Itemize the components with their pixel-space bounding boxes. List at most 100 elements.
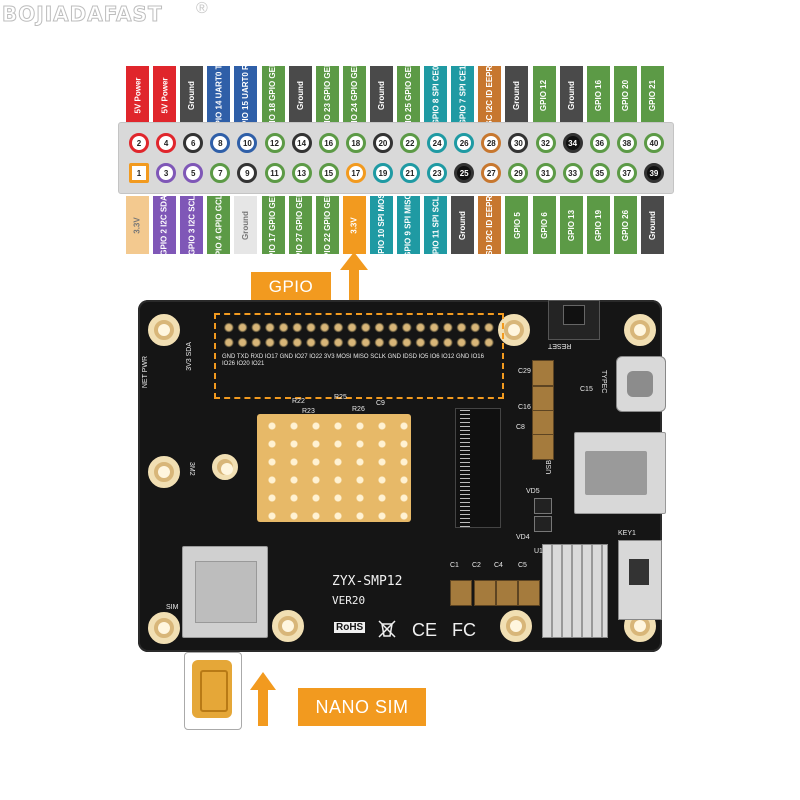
pin-label: Ground xyxy=(505,66,529,124)
pin-label: GPIO 21 xyxy=(640,66,664,124)
pin-label: GPIO 2 I2C SDA xyxy=(153,196,177,254)
pin-label: 5V Power xyxy=(126,66,149,124)
pin-label-text: GPIO 18 GPIO GEN1 xyxy=(268,66,278,124)
typec-label: TYPEC xyxy=(600,370,607,394)
pin-label: GPIO 8 SPI CE0 xyxy=(424,66,448,124)
pin-label: 5V Power xyxy=(153,66,177,124)
pin-number: 10 xyxy=(237,133,258,153)
pin-label: GPIO 19 xyxy=(586,196,610,254)
pin-label-text: GPIO 23 GPIO GEN4 xyxy=(322,66,332,124)
pin-number: 8 xyxy=(210,133,231,153)
pin-label: GPIO 15 UART0 RX xyxy=(234,66,258,124)
pin-label: ID_SC I2C ID EEPROM xyxy=(478,66,502,124)
pin-label-text: 3.3V xyxy=(133,216,142,234)
pin-label-text: ID_SC I2C ID EEPROM xyxy=(485,66,495,124)
ce-mark: CE xyxy=(412,620,438,640)
pin-label: GPIO 14 UART0 TX xyxy=(207,66,231,124)
key1-switch[interactable] xyxy=(618,540,662,620)
heatsink xyxy=(257,414,411,522)
pin-label-text: GPIO 8 SPI CE0 xyxy=(431,66,441,124)
pin-label-text: GPIO 20 xyxy=(620,79,630,111)
pin-number: 19 xyxy=(372,163,393,183)
pin-number: 40 xyxy=(643,133,664,153)
capacitor xyxy=(496,580,518,606)
pin-number: 36 xyxy=(589,133,610,153)
pin-number: 27 xyxy=(481,163,502,183)
pin-label: Ground xyxy=(640,196,664,254)
board-model: ZYX-SMP12 xyxy=(332,574,403,589)
sim-card-slot[interactable] xyxy=(182,546,268,638)
pin-number: 23 xyxy=(427,163,448,183)
pin-number: 17 xyxy=(345,163,366,183)
pin-number: 13 xyxy=(291,163,312,183)
pin-label-text: Ground xyxy=(647,210,657,240)
pin-number: 21 xyxy=(400,163,420,183)
pin-number: 16 xyxy=(318,133,339,153)
capacitor xyxy=(532,410,554,436)
pin-number: 31 xyxy=(535,163,556,183)
pin-label-text: GPIO 25 GPIO GEN6 xyxy=(404,66,414,124)
pin-label: GPIO 17 GPIO GEN0 xyxy=(261,196,285,254)
usb-typec-port[interactable] xyxy=(616,356,666,412)
mounting-hole xyxy=(148,612,180,644)
reset-label: RESET xyxy=(548,342,572,349)
pin-label: GPIO 16 xyxy=(586,66,610,124)
capacitor xyxy=(532,360,554,386)
capacitor xyxy=(532,434,554,460)
rohs-mark: RoHS xyxy=(334,622,366,633)
gpio-header-outline xyxy=(214,313,504,399)
label-c9: C9 xyxy=(376,400,385,407)
pin-label: 3.3V xyxy=(126,196,149,254)
pin-label: Ground xyxy=(234,196,258,254)
pin-number: 18 xyxy=(345,133,366,153)
ribbon-connector xyxy=(542,544,608,638)
pin-label: Ground xyxy=(369,66,393,124)
led-labels: NET PWR xyxy=(142,356,149,389)
label-r23: R23 xyxy=(302,408,315,415)
label-r26: R26 xyxy=(352,406,365,413)
pin-label-text: GPIO 7 SPI CE1 xyxy=(458,66,468,124)
mounting-hole xyxy=(272,610,304,642)
capacitor xyxy=(474,580,496,606)
pin-label-text: GPIO 10 SPI MOSI xyxy=(376,196,386,254)
pin-number: 22 xyxy=(400,133,420,153)
pin-label-text: GPIO 22 GPIO GEN3 xyxy=(322,196,332,254)
pin-number: 37 xyxy=(616,163,637,183)
pin-number: 25 xyxy=(454,163,475,183)
pin-label-text: GPIO 13 xyxy=(566,209,576,241)
pin-label: GPIO 6 xyxy=(532,196,556,254)
gpio-silk-top: 3V3 SDA xyxy=(186,342,193,371)
pin-number: 9 xyxy=(237,163,258,183)
pin-label: GPIO 18 GPIO GEN1 xyxy=(261,66,285,124)
pin-number: 39 xyxy=(643,163,664,183)
pin-label-text: GPIO 24 GPIO GEN5 xyxy=(349,66,359,124)
pin-number: 5 xyxy=(183,163,204,183)
pin-label-text: GPIO 14 UART0 TX xyxy=(214,66,224,124)
board-version: VER20 xyxy=(332,594,366,607)
label-u1: U1 xyxy=(534,548,543,555)
pin-number: 2 xyxy=(129,133,149,153)
reset-button[interactable] xyxy=(548,300,600,340)
pin-number: 30 xyxy=(508,133,529,153)
sim-arrow-icon xyxy=(250,672,276,726)
pin-number: 15 xyxy=(318,163,339,183)
pin-number: 29 xyxy=(508,163,529,183)
pin-number: 7 xyxy=(210,163,231,183)
pin-label: GPIO 27 GPIO GEN2 xyxy=(288,196,312,254)
pin-label: ID_SD I2C ID EEPROM xyxy=(478,196,502,254)
mounting-hole xyxy=(148,314,180,346)
pin-label: GPIO 20 xyxy=(613,66,637,124)
pin-label: GPIO 3 I2C SCL xyxy=(180,196,204,254)
label-vd4: VD4 xyxy=(516,534,530,541)
label-c8: C8 xyxy=(516,424,525,431)
pin-label-text: Ground xyxy=(241,210,251,240)
usb3-port[interactable] xyxy=(574,432,666,514)
sim-chip-icon xyxy=(192,660,232,718)
pin-label-text: GPIO 11 SPI SCLK xyxy=(431,196,441,254)
pin-label-text: 5V Power xyxy=(160,76,170,114)
pin-label: GPIO 22 GPIO GEN3 xyxy=(315,196,339,254)
pin-label-text: 5V Power xyxy=(133,76,143,114)
mounting-hole xyxy=(148,456,180,488)
pin-number: 20 xyxy=(372,133,393,153)
